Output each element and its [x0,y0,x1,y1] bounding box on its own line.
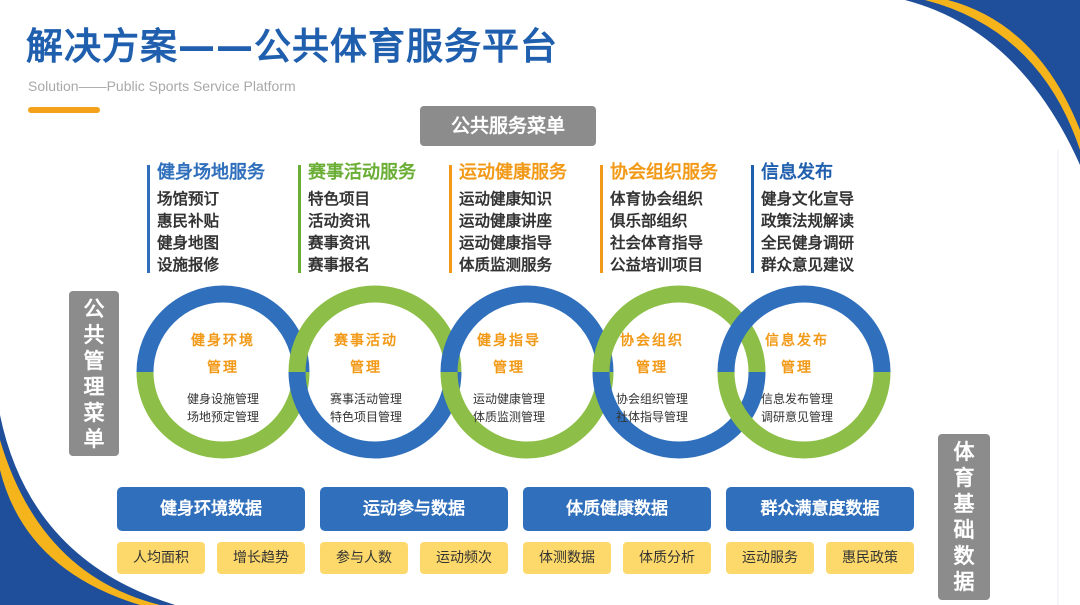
ring-subtitle: 管理 [493,360,525,376]
ring-title: 健身环境 [191,333,255,349]
ring-line: 特色项目管理 [329,410,402,424]
data-tag: 增长趋势 [217,542,305,574]
category-title: 健身场地服务 [157,162,265,183]
base-data-char: 体 [953,440,975,464]
category-item: 惠民补贴 [157,212,220,230]
service-category-fitness-venue: 健身场地服务 场馆预订 惠民补贴 健身地图 设施报修 [147,158,287,274]
service-category-events: 赛事活动服务 特色项目 活动资讯 赛事资讯 赛事报名 [298,158,438,274]
management-char: 公 [83,296,105,321]
category-item: 全民健身调研 [761,234,855,252]
category-bar [600,165,603,273]
ring-line: 赛事活动管理 [329,392,402,406]
data-tag: 体质分析 [623,542,711,574]
category-item: 体质监测服务 [459,256,553,274]
category-title: 协会组织服务 [610,162,718,183]
category-bar [298,165,301,273]
category-item: 特色项目 [308,190,371,208]
service-category-info-release: 信息发布 健身文化宣导 政策法规解读 全民健身调研 群众意见建议 [751,158,891,274]
ring-title: 信息发布 [765,333,829,349]
category-bar [751,165,754,273]
data-tag: 体测数据 [523,542,611,574]
data-box-public-satisfaction: 群众满意度数据 [726,487,914,531]
ring-subtitle: 管理 [636,360,668,376]
ring-line: 信息发布管理 [760,392,833,406]
ring-associations [592,285,766,459]
data-tag: 人均面积 [117,542,205,574]
service-category-associations: 协会组织服务 体育协会组织 俱乐部组织 社会体育指导 公益培训项目 [600,158,740,274]
base-data-char: 基 [953,492,975,516]
management-char: 共 [83,322,105,347]
public-management-menu-label: 公 共 管 理 菜 单 [69,291,119,456]
category-item: 健身文化宣导 [761,190,855,208]
category-item: 健身地图 [157,234,220,252]
data-box-sports-participation: 运动参与数据 [320,487,508,531]
ring-title: 健身指导 [477,333,541,349]
page-title: 解决方案——公共体育服务平台 [26,25,558,68]
ring-line: 协会组织管理 [615,392,688,406]
ring-subtitle: 管理 [350,360,382,376]
category-title: 赛事活动服务 [308,162,416,183]
category-item: 俱乐部组织 [610,212,688,230]
ring-subtitle: 管理 [207,360,239,376]
category-item: 活动资讯 [308,212,371,230]
ring-line: 社体指导管理 [615,410,688,424]
base-data-char: 数 [953,544,975,568]
data-tag: 参与人数 [320,542,408,574]
ring-fitness-guidance [440,285,614,459]
category-item: 体育协会组织 [610,190,704,208]
base-data-char: 育 [953,466,975,490]
ring-line: 调研意见管理 [760,410,833,424]
page-subtitle: Solution——Public Sports Service Platform [28,78,296,94]
category-item: 场馆预订 [157,190,220,208]
category-item: 赛事报名 [308,256,371,274]
ring-events [288,285,462,459]
ring-subtitle: 管理 [781,360,813,376]
ring-info-release [717,285,891,459]
data-tag: 运动服务 [726,542,814,574]
category-item: 群众意见建议 [761,256,855,274]
management-char: 理 [83,374,105,399]
ring-line: 健身设施管理 [186,392,259,406]
category-item: 设施报修 [157,256,220,274]
ring-line: 运动健康管理 [472,392,545,406]
category-item: 运动健康知识 [459,190,553,208]
category-item: 社会体育指导 [610,234,704,252]
management-char: 菜 [83,400,105,425]
title-accent-bar [28,107,100,113]
management-char: 管 [83,348,105,373]
base-data-char: 础 [953,518,975,542]
ring-line: 体质监测管理 [472,410,545,424]
management-char: 单 [83,426,105,451]
base-data-char: 据 [953,570,975,594]
category-bar [147,165,150,273]
ring-fitness-environment [136,285,310,459]
data-box-physical-health: 体质健康数据 [523,487,711,531]
category-item: 运动健康指导 [459,234,553,252]
ring-title: 赛事活动 [334,333,398,349]
category-bar [449,165,452,273]
category-item: 政策法规解读 [761,212,855,230]
category-title: 信息发布 [761,162,833,183]
data-box-fitness-environment: 健身环境数据 [117,487,305,531]
ring-title: 协会组织 [620,333,684,349]
category-item: 公益培训项目 [610,256,704,274]
category-item: 赛事资讯 [308,234,371,252]
public-service-menu-label: 公共服务菜单 [420,106,596,146]
sports-base-data-label: 体 育 基 础 数 据 [938,434,990,600]
data-tag: 惠民政策 [826,542,914,574]
data-tag: 运动频次 [420,542,508,574]
category-item: 运动健康讲座 [459,212,553,230]
ring-line: 场地预定管理 [186,410,259,424]
category-title: 运动健康服务 [459,162,567,183]
service-category-sports-health: 运动健康服务 运动健康知识 运动健康讲座 运动健康指导 体质监测服务 [449,158,589,274]
